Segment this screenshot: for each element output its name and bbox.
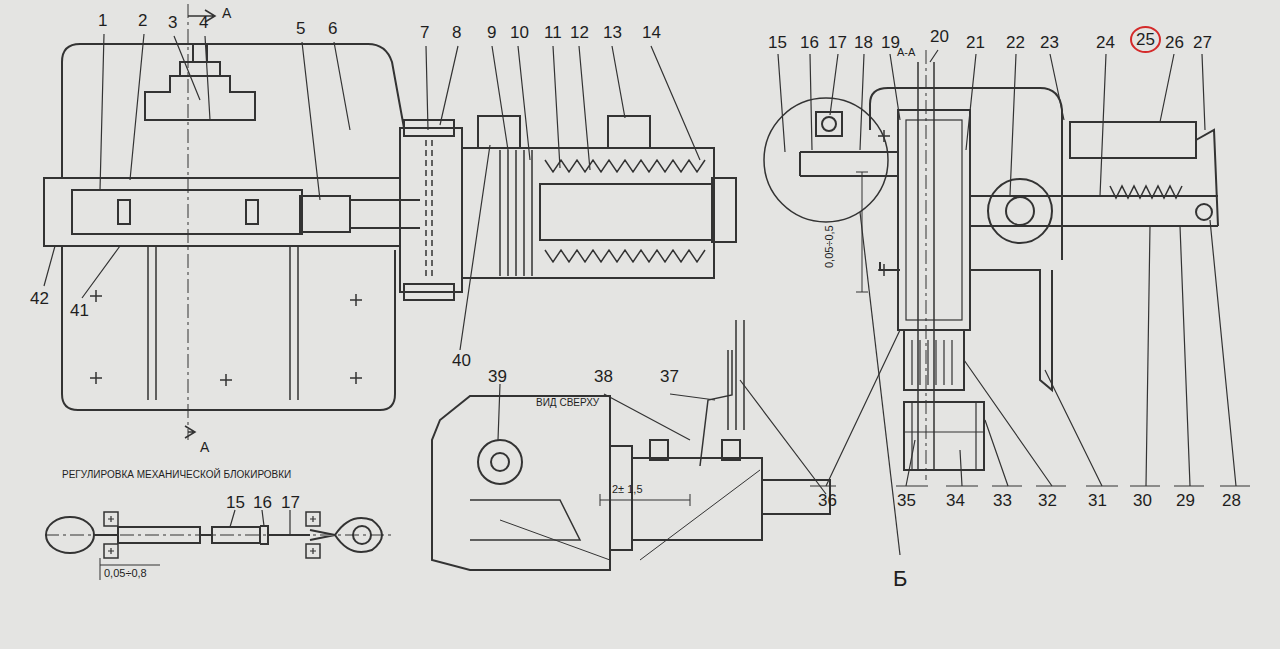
callout-number: 24 [1096,34,1115,51]
highlight-circle: 25 [1130,26,1161,53]
callout-number: 40 [452,352,471,369]
annotation-text: 0,05÷0,5 [824,225,835,268]
callout-number: 18 [854,34,873,51]
callout-number: 34 [946,492,965,509]
callout-number: 15 [226,494,245,511]
callout-number: 28 [1222,492,1241,509]
callout-number: 31 [1088,492,1107,509]
annotation-text: РЕГУЛИРОВКА МЕХАНИЧЕСКОЙ БЛОКИРОВКИ [62,470,291,480]
callout-number: A [200,440,209,454]
callout-number: 22 [1006,34,1025,51]
callout-number: A [222,6,231,20]
callout-number: 27 [1193,34,1212,51]
callout-number: 38 [594,368,613,385]
callout-number: 26 [1165,34,1184,51]
callout-number: 2 [138,12,147,29]
callout-number: Б [893,568,907,590]
callout-number: 36 [818,492,837,509]
callout-number: 32 [1038,492,1057,509]
callout-number: 23 [1040,34,1059,51]
callout-number: 21 [966,34,985,51]
callout-number: 16 [253,494,272,511]
callout-number: 8 [452,24,461,41]
callout-number: 41 [70,302,89,319]
callout-number: 17 [281,494,300,511]
callout-number: 37 [660,368,679,385]
callout-number: 17 [828,34,847,51]
callout-number: 12 [570,24,589,41]
callout-number: 4 [199,14,208,31]
callout-number: 14 [642,24,661,41]
callout-number: 16 [800,34,819,51]
callout-number: 42 [30,290,49,307]
callout-number: 33 [993,492,1012,509]
callout-number: 10 [510,24,529,41]
callout-number: 13 [603,24,622,41]
callout-number: 1 [98,12,107,29]
callout-number: 20 [930,28,949,45]
callout-number: 7 [420,24,429,41]
callout-number: 29 [1176,492,1195,509]
callout-number: 39 [488,368,507,385]
callout-number: 11 [544,24,562,41]
callout-number: 15 [768,34,787,51]
annotation-text: 2± 1,5 [612,484,643,495]
callout-number: 30 [1133,492,1152,509]
callout-number: А-А [897,47,915,58]
callout-number: 6 [328,20,337,37]
callout-number: 5 [296,20,305,37]
callout-number: 25 [1136,31,1155,48]
callout-number: 35 [897,492,916,509]
annotation-text: 0,05÷0,8 [104,568,147,579]
callout-number: 9 [487,24,496,41]
callout-number: 3 [168,14,177,31]
annotation-text: ВИД СВЕРХУ [536,398,599,408]
